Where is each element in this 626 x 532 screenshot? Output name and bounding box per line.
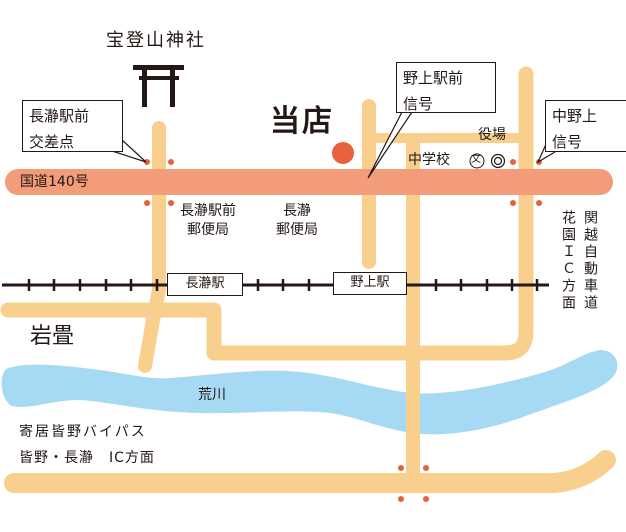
shrine-label: 宝登山神社	[106, 30, 206, 51]
expressway-label: 関越自動車道	[582, 210, 598, 312]
callout-line: 野上駅前	[403, 69, 464, 87]
town-office-label: 役場	[478, 127, 506, 143]
school-symbol-icon	[469, 153, 485, 169]
signal-dot	[168, 159, 174, 165]
label-line: 郵便局	[276, 222, 318, 238]
station-nagatoro: 長瀞駅	[167, 273, 243, 296]
road-iwadatami-loop	[0, 66, 534, 361]
callout-nagatoro-intersection: 長瀞駅前 交差点	[22, 100, 123, 152]
signal-dot	[423, 465, 429, 471]
junior-high-label: 中学校	[408, 152, 450, 168]
bypass-label: 寄居皆野バイパス	[19, 424, 147, 440]
station-nogami: 野上駅	[333, 272, 407, 295]
route-140-label: 国道140号	[20, 174, 89, 190]
river-arakawa	[1, 350, 618, 435]
railway	[2, 279, 549, 291]
store-label: 当店	[270, 104, 334, 139]
callout-nakanogami-signal: 中野上 信号	[545, 100, 626, 152]
signal-dot	[510, 159, 516, 165]
signal-dot	[510, 200, 516, 206]
office-symbol-icon	[490, 153, 506, 169]
signal-dot	[144, 159, 150, 165]
label-line: 長瀞	[283, 203, 311, 219]
store-marker	[332, 142, 354, 164]
callout-line: 信号	[403, 95, 434, 113]
area-iwadatami-label: 岩畳	[30, 324, 75, 349]
label-line: 郵便局	[187, 222, 229, 238]
signal-dot	[398, 496, 404, 502]
post-office-nagatoro: 長瀞 郵便局	[276, 202, 318, 240]
callout-line: 中野上	[552, 107, 598, 125]
signal-dots	[144, 159, 542, 502]
callout-nogami-signal: 野上駅前 信号	[396, 62, 496, 113]
callout-line: 信号	[552, 133, 583, 151]
callout-pointer-nogami	[367, 111, 413, 179]
signal-dot	[168, 200, 174, 206]
bypass-direction-label: 皆野・長瀞 IC方面	[19, 450, 155, 466]
torii-shrine-icon	[133, 65, 184, 107]
post-office-nagatoro-station: 長瀞駅前 郵便局	[180, 202, 236, 240]
road-bypass	[4, 450, 616, 493]
signal-dot	[398, 465, 404, 471]
signal-dot	[423, 496, 429, 502]
signal-dot	[536, 200, 542, 206]
river-label: 荒川	[198, 387, 226, 403]
expressway-ic-label: 花園ＩＣ方面	[560, 210, 576, 312]
label-line: 長瀞駅前	[180, 203, 236, 219]
signal-dot	[144, 200, 150, 206]
callout-line: 交差点	[29, 133, 75, 151]
school-symbol-text: 文	[471, 154, 481, 165]
callout-line: 長瀞駅前	[29, 107, 90, 125]
